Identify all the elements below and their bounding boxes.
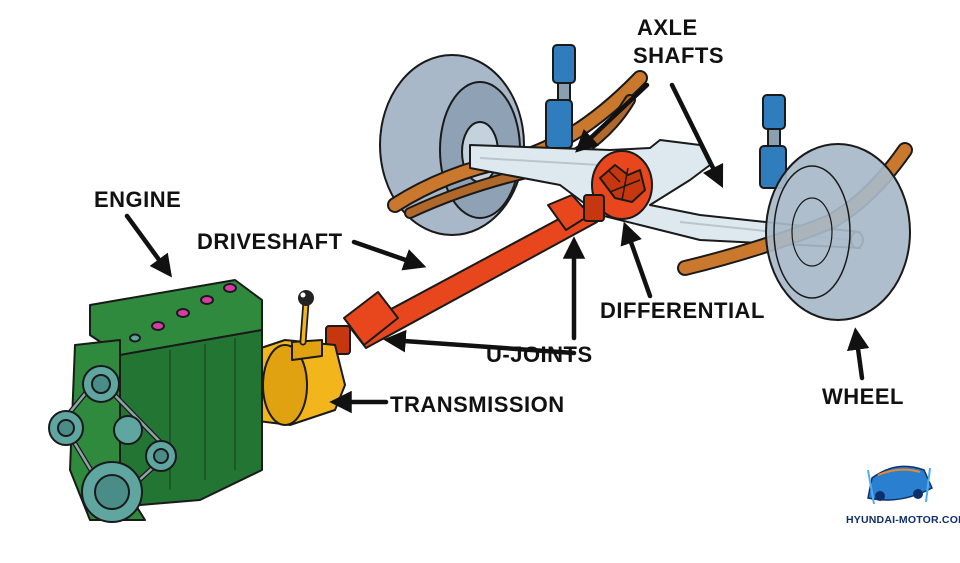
- shock-absorber-left: [546, 45, 575, 164]
- label-axle: AXLE: [637, 15, 698, 40]
- label-differential: DIFFERENTIAL: [600, 298, 765, 323]
- label-shafts: SHAFTS: [633, 43, 724, 68]
- watermark: HYUNDAI-MOTOR.COM.VN: [836, 453, 960, 563]
- label-driveshaft: DRIVESHAFT: [197, 229, 343, 254]
- watermark-text: HYUNDAI-MOTOR.COM.VN: [846, 514, 960, 526]
- label-transmission: TRANSMISSION: [390, 392, 565, 417]
- label-wheel: WHEEL: [822, 384, 904, 409]
- engine: [49, 280, 262, 522]
- label-u-joints: U-JOINTS: [486, 342, 593, 367]
- rear-right-wheel: [766, 144, 910, 320]
- label-engine: ENGINE: [94, 187, 181, 212]
- shock-absorber-right: [760, 95, 786, 188]
